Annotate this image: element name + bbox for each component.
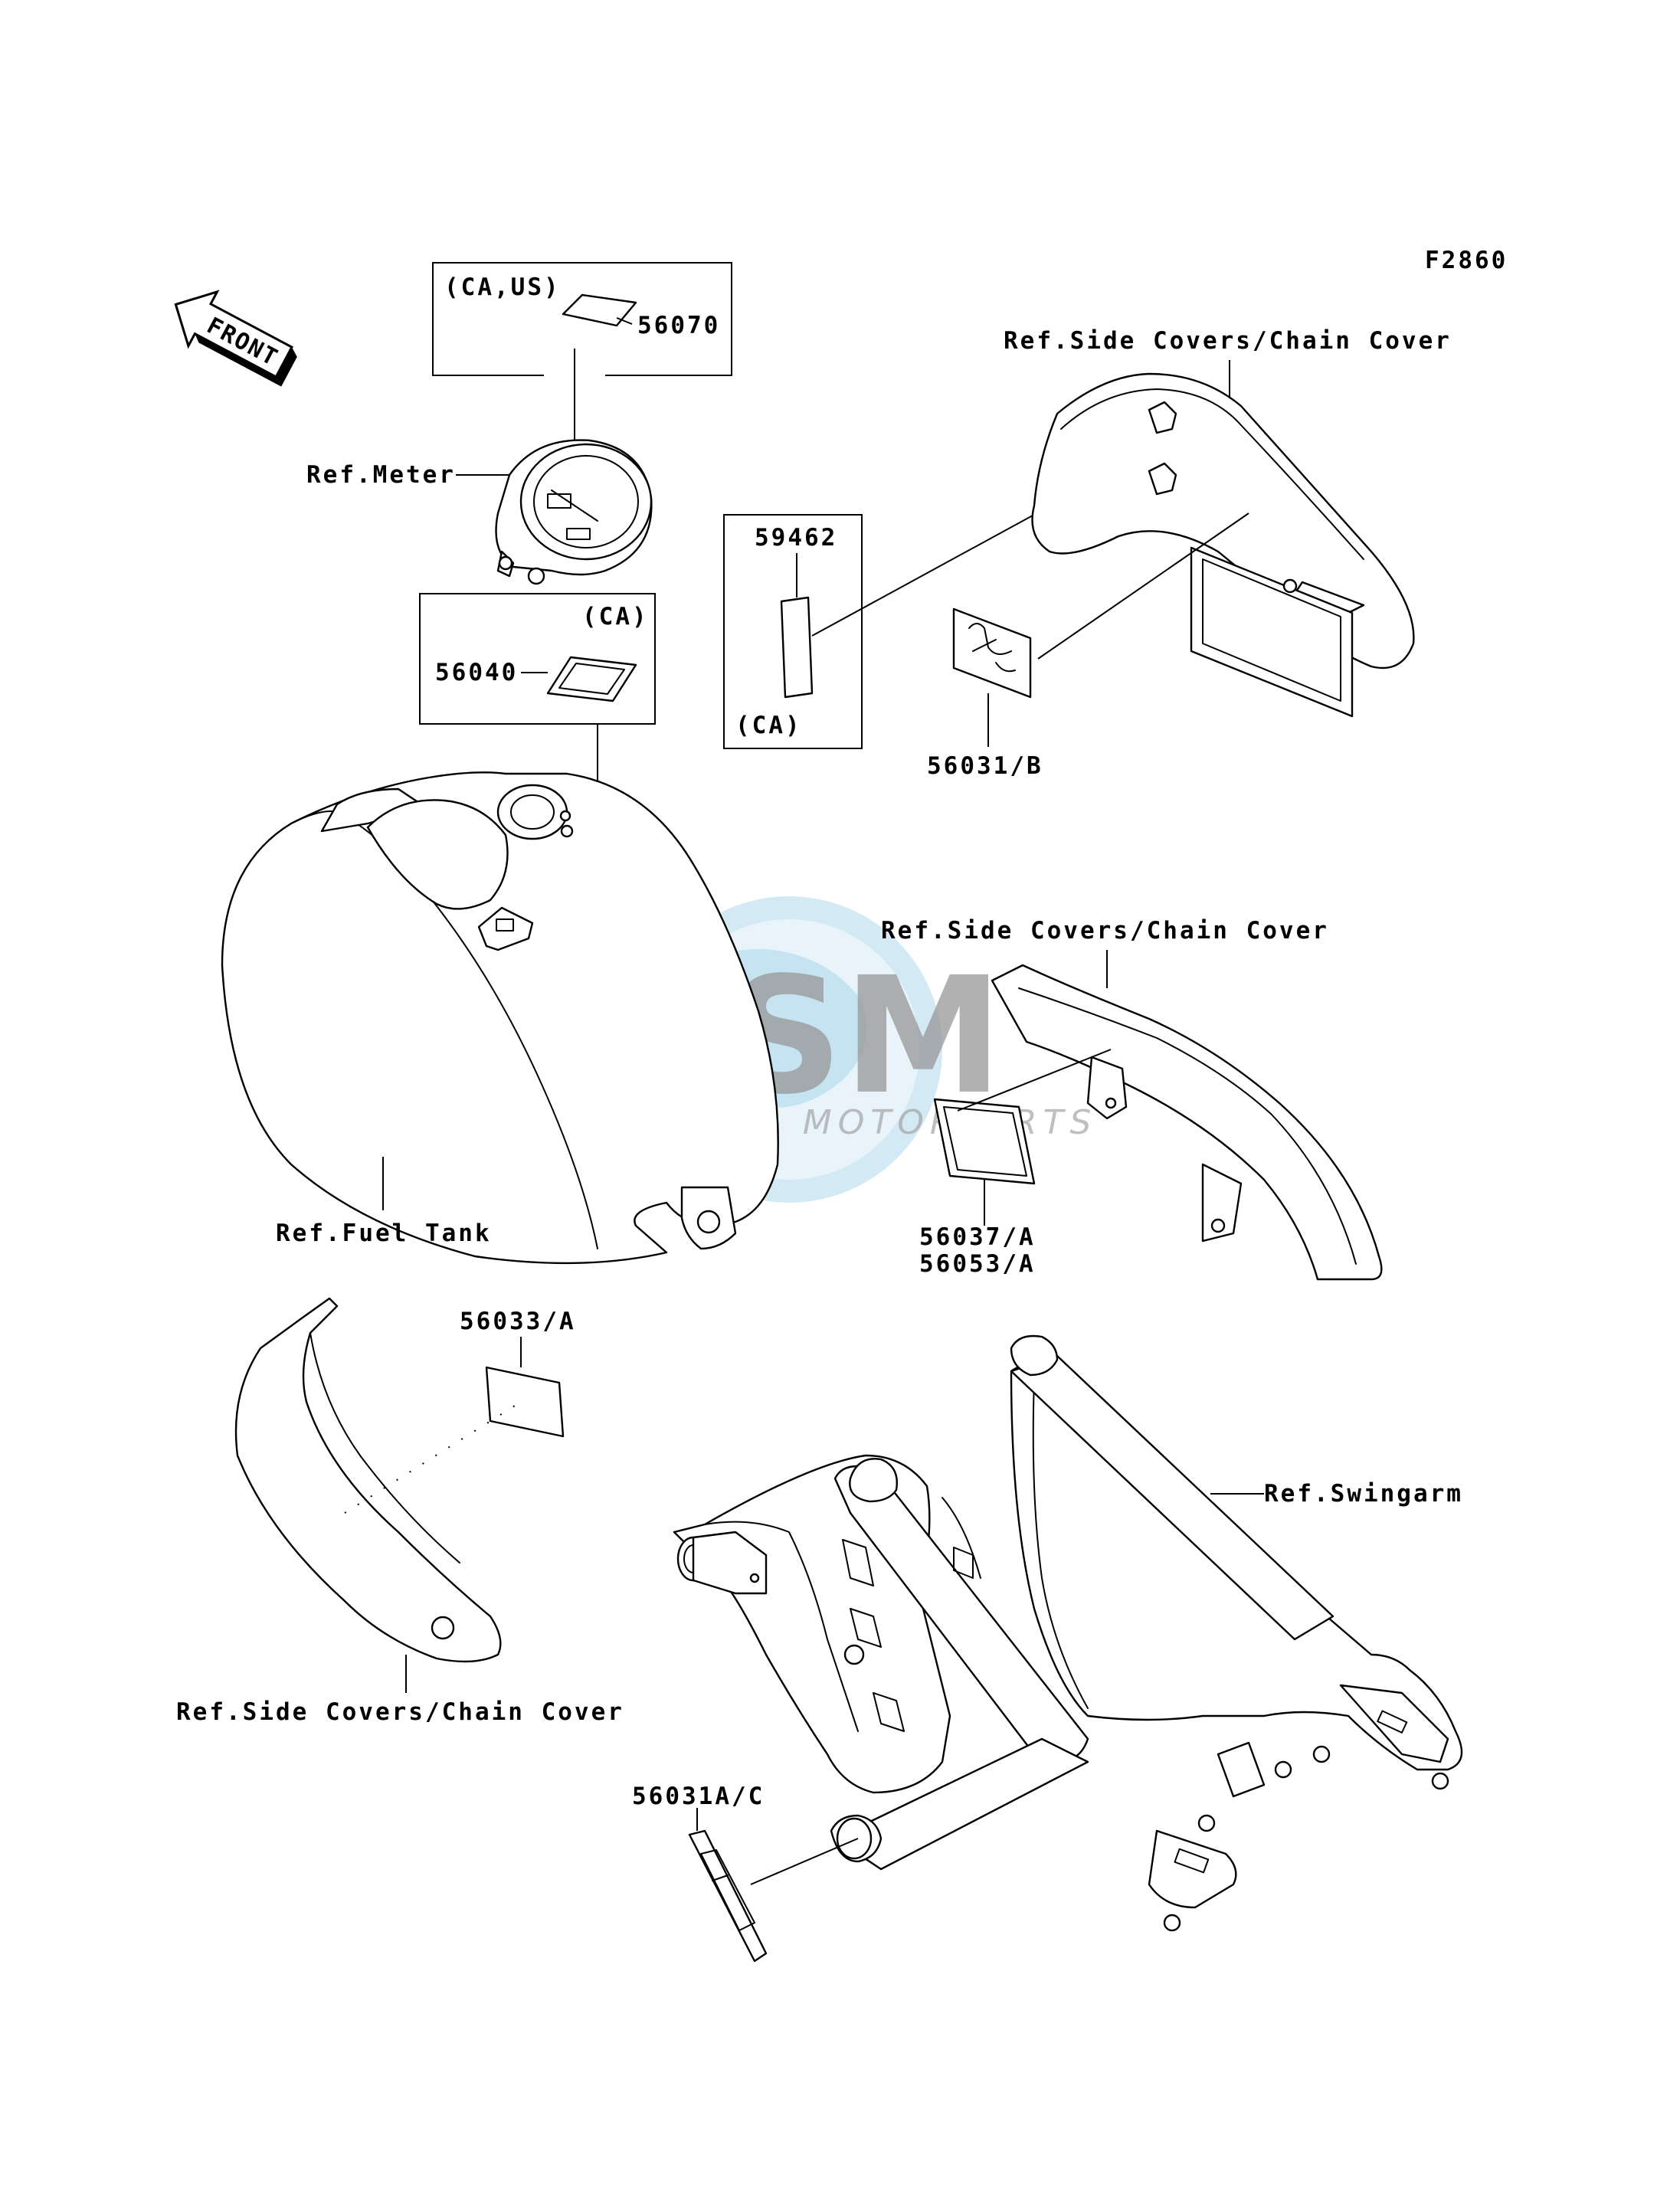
ref-side-covers-3: Ref.Side Covers/Chain Cover <box>176 1698 624 1726</box>
label-box-56070: (CA,US) 56070 <box>432 262 732 498</box>
side-cover-upper: Ref.Side Covers/Chain Cover <box>1004 327 1452 718</box>
part-56031a-c: 56031A/C <box>632 1783 765 1810</box>
part-56031-b: 56031/B <box>927 752 1043 780</box>
front-arrow-icon: FRONT <box>174 290 297 387</box>
ca-text-2: (CA) <box>735 712 802 739</box>
swingarm-part: Ref.Swingarm <box>673 1334 1463 1932</box>
ca-us-text: (CA,US) <box>444 273 561 301</box>
label-box-56040: (CA) 56040 <box>419 593 656 881</box>
part-56070: 56070 <box>637 312 720 339</box>
ref-side-covers-2: Ref.Side Covers/Chain Cover <box>881 917 1329 945</box>
ref-meter-label: Ref.Meter <box>306 461 456 489</box>
part-56037-a: 56037/A <box>919 1223 1036 1251</box>
chain-cover-middle: Ref.Side Covers/Chain Cover <box>881 917 1383 1281</box>
side-cover-lower: Ref.Side Covers/Chain Cover <box>176 1297 624 1726</box>
label-56031a-c: 56031A/C <box>632 1783 859 1963</box>
ref-fuel-tank: Ref.Fuel Tank <box>276 1220 492 1247</box>
part-56053-a: 56053/A <box>919 1250 1036 1278</box>
label-56031-b: 56031/B <box>927 607 1043 780</box>
label-56033-a: 56033/A <box>344 1308 576 1514</box>
ref-swingarm: Ref.Swingarm <box>1264 1480 1463 1508</box>
fuel-tank-part: Ref.Fuel Tank <box>221 771 779 1265</box>
diagram-code: F2860 <box>1425 247 1508 274</box>
meter-part: Ref.Meter <box>306 439 653 585</box>
label-56037-a: 56037/A 56053/A <box>919 1049 1112 1278</box>
ca-text-1: (CA) <box>582 603 649 630</box>
ref-side-covers-1: Ref.Side Covers/Chain Cover <box>1004 327 1452 355</box>
part-56033-a: 56033/A <box>460 1308 576 1335</box>
part-59462: 59462 <box>755 524 837 552</box>
part-56040: 56040 <box>435 659 518 686</box>
